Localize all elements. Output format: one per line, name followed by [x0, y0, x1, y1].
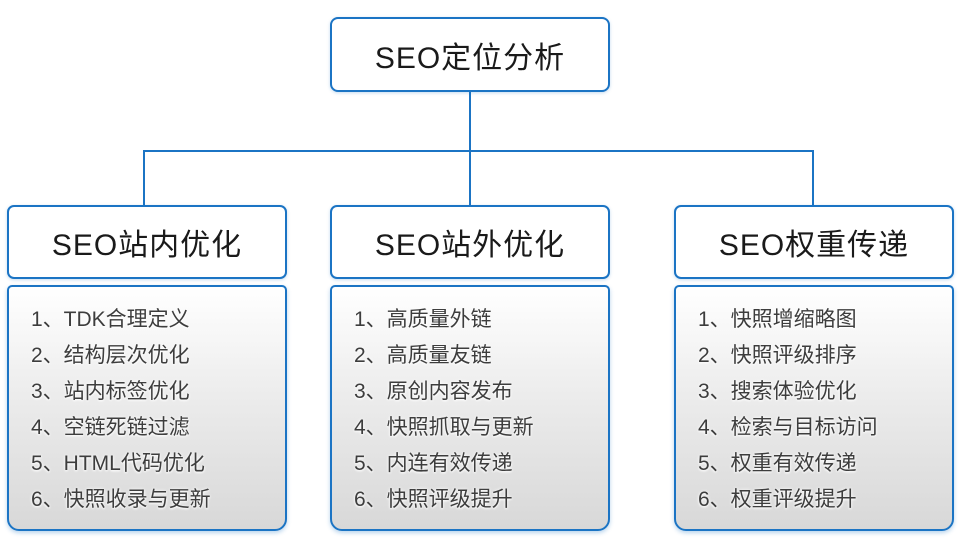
branch-weight-list: 1、快照增缩略图 2、快照评级排序 3、搜索体验优化 4、检索与目标访问 5、权… [674, 285, 954, 531]
branch-offsite: SEO站外优化 1、高质量外链 2、高质量友链 3、原创内容发布 4、快照抓取与… [330, 205, 610, 531]
branch-offsite-header: SEO站外优化 [330, 205, 610, 279]
branch-onsite-title: SEO站内优化 [51, 229, 243, 262]
list-item: 3、搜索体验优化 [698, 380, 857, 403]
list-item: 4、空链死链过滤 [31, 416, 190, 439]
list-item: 3、原创内容发布 [354, 380, 513, 403]
connector-horizontal [143, 150, 814, 152]
list-item: 5、HTML代码优化 [31, 452, 205, 475]
list-item: 4、快照抓取与更新 [354, 416, 534, 439]
branch-offsite-title: SEO站外优化 [374, 229, 566, 262]
list-item: 3、站内标签优化 [31, 380, 190, 403]
connector-root-stem [469, 92, 471, 151]
list-item: 5、权重有效传递 [698, 452, 857, 475]
list-item: 1、高质量外链 [354, 308, 492, 331]
list-item: 4、检索与目标访问 [698, 416, 878, 439]
list-item: 2、结构层次优化 [31, 344, 190, 367]
root-title: SEO定位分析 [374, 41, 566, 75]
list-item: 6、快照收录与更新 [31, 488, 211, 511]
branch-onsite-list: 1、TDK合理定义 2、结构层次优化 3、站内标签优化 4、空链死链过滤 5、H… [7, 285, 287, 531]
list-item: 6、快照评级提升 [354, 488, 513, 511]
branch-weight-title: SEO权重传递 [718, 229, 910, 262]
list-item: 6、权重评级提升 [698, 488, 857, 511]
branch-onsite: SEO站内优化 1、TDK合理定义 2、结构层次优化 3、站内标签优化 4、空链… [7, 205, 287, 531]
list-item: 2、快照评级排序 [698, 344, 857, 367]
connector-drop-right [812, 150, 814, 206]
root-node: SEO定位分析 [330, 17, 610, 92]
branch-onsite-header: SEO站内优化 [7, 205, 287, 279]
list-item: 5、内连有效传递 [354, 452, 513, 475]
list-item: 2、高质量友链 [354, 344, 492, 367]
connector-drop-left [143, 150, 145, 206]
branch-weight: SEO权重传递 1、快照增缩略图 2、快照评级排序 3、搜索体验优化 4、检索与… [674, 205, 954, 531]
branch-offsite-list: 1、高质量外链 2、高质量友链 3、原创内容发布 4、快照抓取与更新 5、内连有… [330, 285, 610, 531]
connector-drop-middle [469, 150, 471, 206]
list-item: 1、快照增缩略图 [698, 308, 857, 331]
list-item: 1、TDK合理定义 [31, 308, 190, 331]
branch-weight-header: SEO权重传递 [674, 205, 954, 279]
